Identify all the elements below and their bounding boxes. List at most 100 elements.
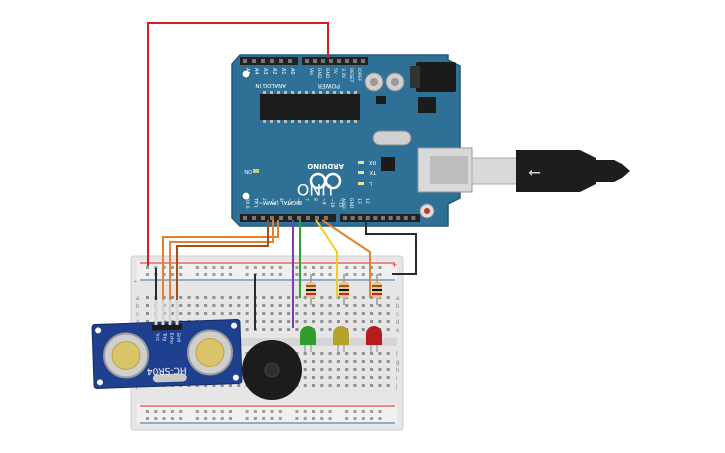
- terminal-hole: [303, 376, 307, 379]
- terminal-hole: [320, 376, 324, 379]
- rail-hole: [270, 273, 274, 276]
- pin-label: 5V: [332, 68, 338, 75]
- header-pin: [306, 216, 310, 220]
- rail-hole: [312, 410, 315, 413]
- terminal-hole: [303, 320, 307, 323]
- rail-hole: [179, 266, 183, 269]
- terminal-hole: [295, 320, 299, 323]
- resistors: [306, 274, 382, 305]
- terminal-hole: [195, 384, 199, 387]
- chip-pin: [326, 120, 329, 123]
- chip-pin: [340, 91, 343, 94]
- pin-label: RESET: [348, 68, 354, 83]
- arduino-model: UNO: [297, 180, 333, 199]
- rail-hole: [312, 273, 315, 276]
- rail-hole: [262, 410, 266, 413]
- rail-hole: [253, 417, 257, 420]
- terminal-hole: [361, 304, 365, 307]
- terminal-hole: [204, 312, 208, 315]
- header-pin: [270, 59, 274, 63]
- wire-gnd-black: [365, 220, 417, 275]
- terminal-hole: [336, 320, 340, 323]
- wire-yellow: [315, 219, 338, 298]
- terminal-hole: [320, 328, 324, 331]
- terminal-hole: [270, 328, 274, 331]
- row-letter: b: [396, 304, 400, 310]
- rail-hole: [204, 273, 208, 276]
- rail-hole: [170, 410, 174, 413]
- chip-pin: [284, 120, 287, 123]
- chip-pin: [270, 120, 273, 123]
- header-pin: [350, 216, 355, 220]
- terminal-hole: [295, 296, 299, 299]
- rail-hole: [195, 266, 199, 269]
- terminal-hole: [179, 312, 183, 315]
- terminal-hole: [320, 360, 324, 363]
- header-pin: [297, 216, 301, 220]
- rail-hole: [295, 417, 299, 420]
- chip-pin: [298, 120, 301, 123]
- wire-echo-orange: [169, 220, 274, 300]
- terminal-hole: [378, 320, 382, 323]
- row-letter: a: [396, 296, 400, 302]
- chip-pin: [340, 120, 343, 123]
- terminal-hole: [220, 304, 224, 307]
- terminal-hole: [303, 296, 307, 299]
- terminal-hole: [328, 352, 332, 355]
- pin-label: 8: [312, 198, 318, 201]
- rail-hole: [162, 266, 166, 269]
- row-letter: h: [396, 368, 399, 374]
- terminal-hole: [146, 320, 149, 323]
- terminal-hole: [278, 296, 282, 299]
- rail-hole: [320, 266, 324, 269]
- terminal-hole: [278, 320, 282, 323]
- terminal-hole: [295, 312, 299, 315]
- terminal-hole: [328, 360, 332, 363]
- header-pin: [288, 216, 292, 220]
- resistor-1: [306, 274, 316, 305]
- terminal-hole: [287, 312, 291, 315]
- terminal-hole: [295, 328, 299, 331]
- rail-hole: [278, 266, 282, 269]
- terminal-hole: [170, 312, 174, 315]
- row-letter: c: [136, 312, 139, 318]
- rail-hole: [204, 266, 208, 269]
- terminal-hole: [353, 376, 357, 379]
- terminal-hole: [378, 352, 382, 355]
- terminal-hole: [179, 296, 183, 299]
- terminal-hole: [287, 304, 291, 307]
- row-letter: e: [396, 328, 400, 334]
- terminal-hole: [237, 304, 241, 307]
- terminal-hole: [328, 296, 332, 299]
- terminal-hole: [187, 312, 191, 315]
- rail-hole: [345, 266, 349, 269]
- rail-hole: [212, 417, 216, 420]
- terminal-hole: [370, 376, 374, 379]
- row-letter: b: [136, 304, 140, 310]
- rail-hole: [162, 410, 166, 413]
- terminal-hole: [378, 376, 382, 379]
- rail-plus-label: +: [392, 260, 397, 270]
- chip-pin: [305, 91, 308, 94]
- terminal-hole: [386, 304, 390, 307]
- pin-label: ~9: [321, 198, 327, 205]
- terminal-hole: [245, 296, 249, 299]
- terminal-hole: [353, 384, 357, 387]
- rail-hole: [270, 410, 274, 413]
- chip-pin: [277, 120, 280, 123]
- rail-hole: [170, 266, 174, 269]
- terminal-hole: [287, 328, 291, 331]
- wires: [147, 22, 417, 330]
- terminal-hole: [336, 368, 340, 371]
- rail-hole: [361, 273, 365, 276]
- rail-hole: [295, 410, 299, 413]
- pin-label: IOREF: [356, 68, 362, 82]
- header-pin: [365, 216, 370, 220]
- terminal-hole: [336, 384, 340, 387]
- terminal-hole: [303, 368, 307, 371]
- terminal-hole: [361, 352, 365, 355]
- rail-hole: [303, 266, 307, 269]
- rail-hole: [253, 266, 257, 269]
